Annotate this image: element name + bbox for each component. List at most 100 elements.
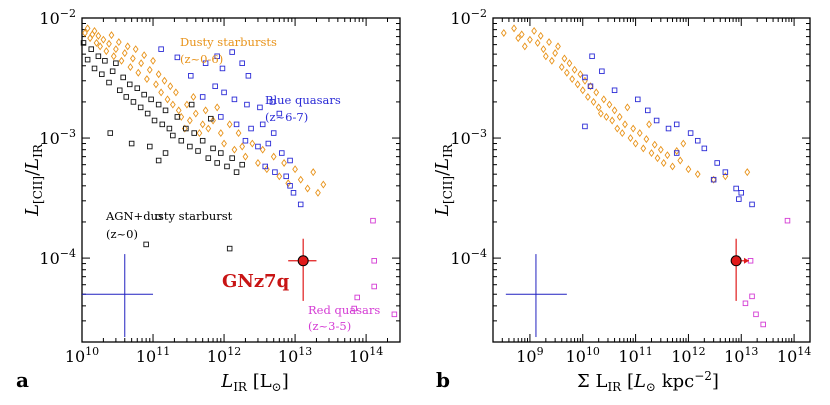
agn-data-point <box>174 114 181 120</box>
red-data-point <box>742 300 749 307</box>
dusty-data-point <box>561 54 568 63</box>
red-data-point <box>749 293 755 300</box>
blue-data-point <box>738 190 745 196</box>
y-axis-label-L2: L <box>432 158 453 171</box>
red-data-point <box>351 305 357 312</box>
x-axis-label-sub: IR <box>233 380 248 394</box>
agn-data-point <box>155 214 162 220</box>
blue-data-point <box>199 94 206 100</box>
y-tick-base: 10 <box>450 249 470 268</box>
dusty-data-point <box>93 38 100 47</box>
dusty-data-point <box>226 120 233 129</box>
agn-data-point <box>210 145 216 152</box>
agn-data-point <box>183 125 189 132</box>
blue-data-point <box>202 60 209 66</box>
x-tick-exponent: 14 <box>369 345 383 358</box>
agn-data-point <box>134 85 141 91</box>
dusty-data-point <box>169 100 176 109</box>
x-axis-label-sun: ⊙ <box>646 380 656 394</box>
blue-data-point <box>297 201 304 208</box>
dusty-data-point <box>630 124 637 133</box>
agn-data-point <box>199 137 206 144</box>
dusty-data-point <box>685 165 692 174</box>
dusty-data-point <box>205 124 212 133</box>
dusty-data-point <box>146 65 153 74</box>
y-tick-exponent: −4 <box>60 247 76 260</box>
blue-data-point <box>248 125 254 132</box>
x-tick-label: 1012 <box>671 345 705 366</box>
agn-data-point <box>188 101 195 108</box>
blue-data-point <box>239 60 245 66</box>
y-tick-exponent: −2 <box>60 7 76 20</box>
dusty-data-point <box>614 124 621 133</box>
dusty-data-point <box>527 35 533 44</box>
dusty-data-point <box>632 139 639 148</box>
agn-data-point <box>123 94 130 100</box>
agn-data-point <box>107 130 114 136</box>
dusty-data-point <box>646 120 652 129</box>
dusty-data-point <box>521 42 528 51</box>
blue-data-point <box>287 157 293 164</box>
x-tick-base: 10 <box>777 347 797 366</box>
dusty-data-point <box>664 151 671 160</box>
y-tick-label: 10−3 <box>450 127 487 148</box>
agn-data-point <box>95 53 102 60</box>
dusty-data-point <box>124 42 131 51</box>
blue-data-point <box>283 173 289 180</box>
dusty-data-point <box>263 165 270 174</box>
blue-data-point <box>736 196 742 202</box>
dusty-data-point <box>141 51 148 60</box>
blue-data-point <box>279 150 285 156</box>
dusty-data-point <box>129 54 136 63</box>
x-axis-label-text: Σ LIR [L⊙ kpc−2] <box>577 369 719 394</box>
agn-data-point <box>191 130 197 136</box>
blue-data-point <box>290 190 297 196</box>
dusty-data-point <box>161 76 168 85</box>
dusty-data-point <box>184 100 190 109</box>
blue-data-point <box>269 99 276 105</box>
agn-data-point <box>187 143 193 150</box>
agn-data-point <box>218 150 224 156</box>
x-axis-label-sub: IR <box>607 380 622 394</box>
label-gnz7q: GNz7q <box>222 271 290 292</box>
blue-data-point <box>287 183 293 189</box>
dusty-data-point <box>587 82 594 91</box>
dusty-data-point <box>515 34 522 43</box>
dusty-data-point <box>292 165 298 174</box>
agn-data-point <box>166 125 173 132</box>
dusty-data-point <box>673 147 680 155</box>
agn-data-point <box>80 40 87 46</box>
dusty-data-point <box>597 109 604 118</box>
agn-data-point <box>239 161 245 168</box>
blue-data-point <box>722 169 729 175</box>
x-tick-label: 1012 <box>207 345 241 366</box>
gnz7q-data-point <box>730 255 742 267</box>
y-tick-exponent: −4 <box>471 247 487 260</box>
x-axis-label-sun: ⊙ <box>272 380 282 394</box>
blue-data-point <box>599 68 605 75</box>
dusty-data-point <box>82 29 88 37</box>
dusty-data-point <box>590 97 597 106</box>
panel-b-x-axis-label: Σ LIR [L⊙ kpc−2] <box>577 369 719 394</box>
x-axis-label-exp: −2 <box>694 369 712 383</box>
dusty-data-point <box>558 63 565 72</box>
dusty-data-point <box>622 120 628 129</box>
x-tick-exponent: 14 <box>797 345 811 358</box>
x-tick-exponent: 9 <box>537 345 544 358</box>
dusty-data-point <box>242 152 249 161</box>
dusty-data-point <box>167 82 174 91</box>
dusty-data-point <box>217 129 224 138</box>
dusty-data-point <box>571 65 578 74</box>
x-tick-base: 10 <box>671 347 691 366</box>
y-tick-base: 10 <box>39 9 59 28</box>
dusty-data-point <box>103 47 110 56</box>
y-tick-label: 10−2 <box>450 7 487 28</box>
dusty-data-point <box>135 68 142 77</box>
label-dusty-starbursts: Dusty starbursts <box>180 35 277 49</box>
blue-data-point <box>244 101 250 108</box>
blue-data-point <box>242 137 249 144</box>
x-tick-label: 109 <box>516 345 543 366</box>
